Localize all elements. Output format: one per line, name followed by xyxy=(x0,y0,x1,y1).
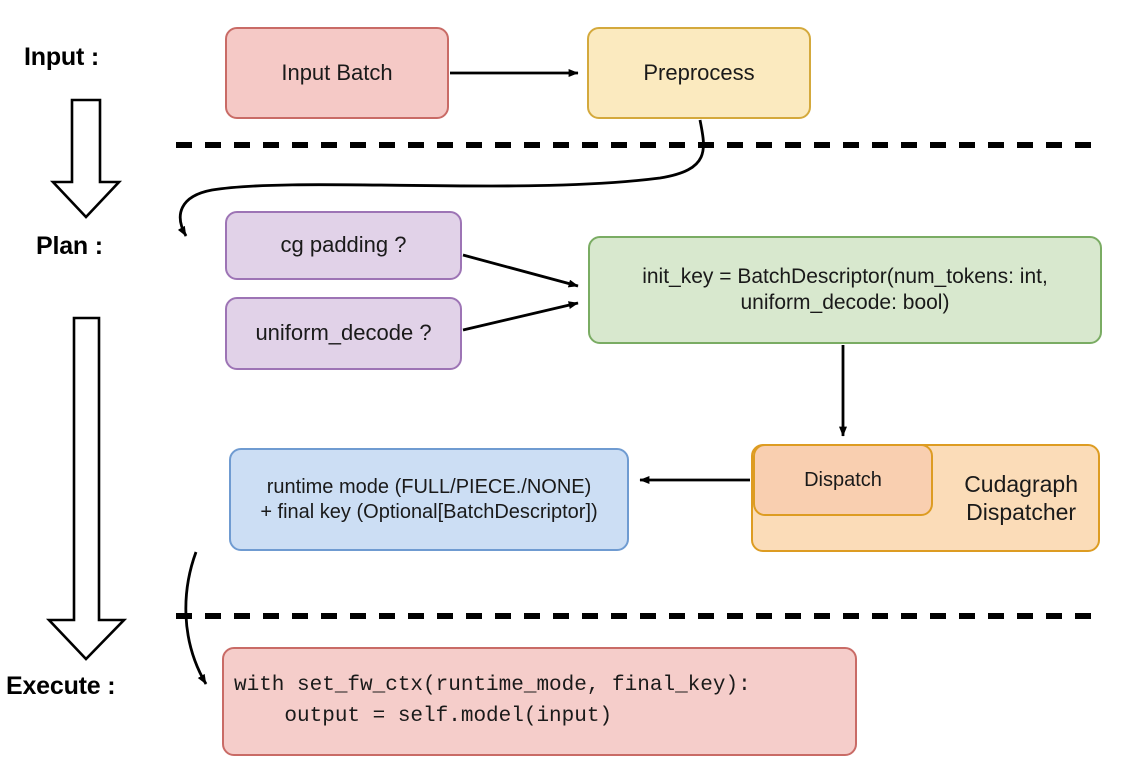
node-input-batch-label: Input Batch xyxy=(281,59,393,85)
node-uniform-decode[interactable]: uniform_decode ? xyxy=(225,297,462,370)
stage-arrow-input-to-plan xyxy=(49,98,123,219)
node-dispatch-label: Dispatch xyxy=(804,468,882,491)
node-preprocess[interactable]: Preprocess xyxy=(587,27,811,119)
node-cg-padding-label: cg padding ? xyxy=(280,232,407,258)
edge-runtime-mode-to-exec-code xyxy=(184,551,208,685)
stage-label-input: Input : xyxy=(24,43,99,71)
stage-arrow-plan-to-execute xyxy=(45,316,128,661)
node-init-key-label: init_key = BatchDescriptor(num_tokens: i… xyxy=(642,265,1048,314)
node-exec-code-label: with set_fw_ctx(runtime_mode, final_key)… xyxy=(234,674,751,728)
node-preprocess-label: Preprocess xyxy=(643,59,755,85)
node-runtime-mode-label: runtime mode (FULL/PIECE./NONE) + final … xyxy=(260,476,598,523)
node-runtime-mode[interactable]: runtime mode (FULL/PIECE./NONE) + final … xyxy=(229,448,629,551)
edge-uniform-decode-to-init-key xyxy=(462,301,579,332)
stage-label-plan: Plan : xyxy=(36,232,103,260)
node-cudagraph-dispatcher-label: Cudagraph Dispatcher xyxy=(964,470,1078,525)
edge-cg-padding-to-init-key xyxy=(462,253,579,288)
node-cg-padding[interactable]: cg padding ? xyxy=(225,211,462,280)
node-init-key[interactable]: init_key = BatchDescriptor(num_tokens: i… xyxy=(588,236,1102,344)
node-dispatch[interactable]: Dispatch xyxy=(753,444,933,516)
node-input-batch[interactable]: Input Batch xyxy=(225,27,449,119)
node-uniform-decode-label: uniform_decode ? xyxy=(255,320,432,346)
node-exec-code[interactable]: with set_fw_ctx(runtime_mode, final_key)… xyxy=(222,647,857,756)
stage-label-execute: Execute : xyxy=(6,672,116,700)
